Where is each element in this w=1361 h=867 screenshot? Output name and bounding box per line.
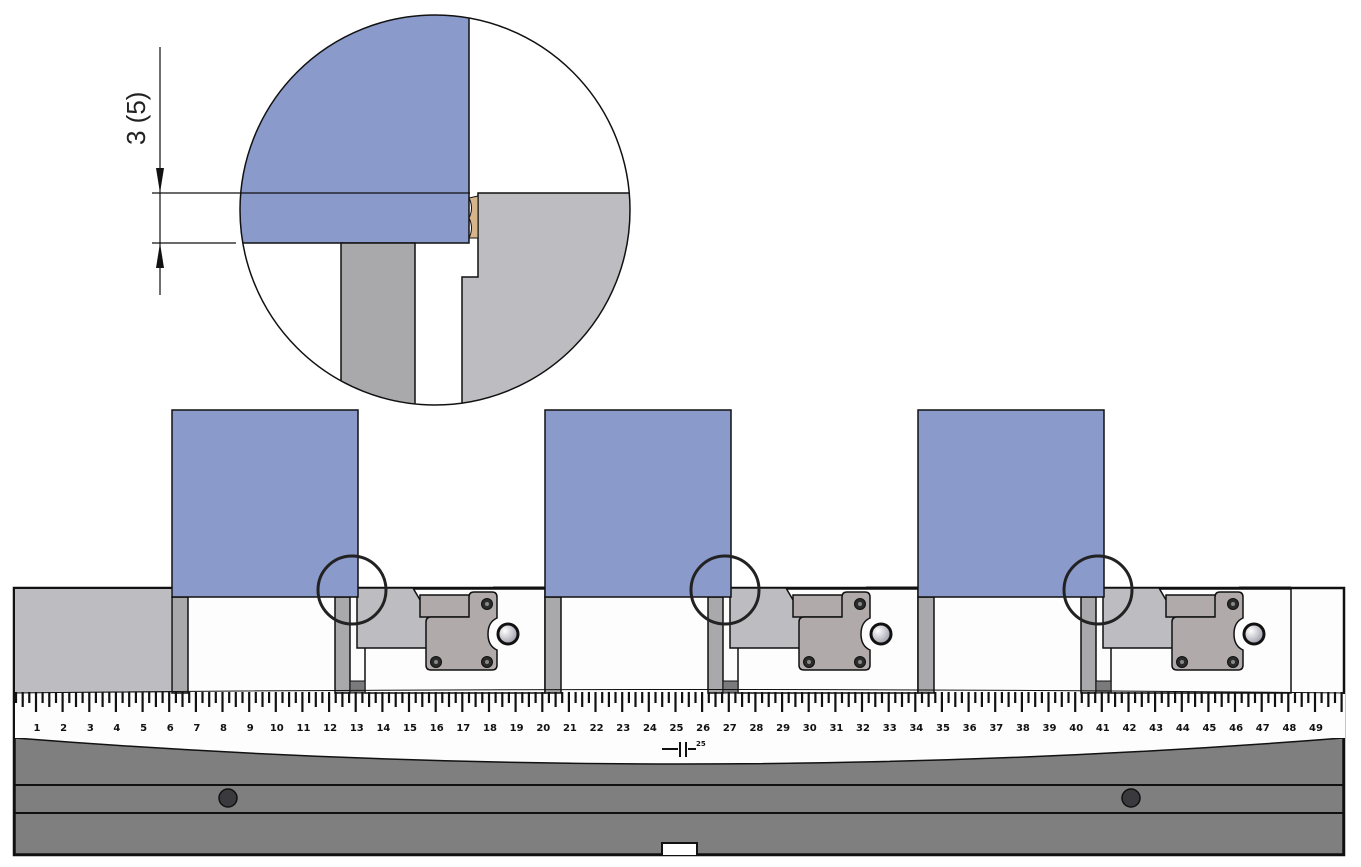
stop-block	[1095, 680, 1112, 694]
ruler-label: 6	[167, 723, 174, 734]
bolt-hole	[496, 622, 520, 646]
jaw-wedge	[1165, 594, 1223, 618]
ruler-label: 20	[536, 723, 550, 734]
ruler-label: 15	[403, 723, 417, 734]
center-symbol: 25	[662, 740, 706, 757]
ruler-label: 38	[1016, 723, 1030, 734]
ruler-label: 45	[1202, 723, 1216, 734]
ruler-label: 37	[989, 723, 1003, 734]
ruler-label: 46	[1229, 723, 1243, 734]
ruler-label: 3	[87, 723, 94, 734]
ruler-label: 10	[270, 723, 284, 734]
center-symbol-superscript: 25	[696, 740, 706, 748]
ruler-label: 8	[220, 723, 227, 734]
detail-marker-circle	[689, 554, 761, 626]
ruler-label: 47	[1256, 723, 1270, 734]
ruler-label: 14	[376, 723, 390, 734]
ruler-label: 22	[590, 723, 604, 734]
workpiece-block	[171, 409, 359, 598]
support-post	[1080, 596, 1097, 694]
ruler-label: 33	[883, 723, 897, 734]
support-post	[707, 596, 724, 694]
workpiece-block	[917, 409, 1105, 598]
stop-block	[722, 680, 739, 694]
ruler-label: 4	[113, 723, 120, 734]
clamp-unit	[171, 409, 546, 694]
workpiece-block	[544, 409, 732, 598]
ruler-label: 23	[616, 723, 630, 734]
detail-circle-outline	[239, 14, 631, 406]
ruler-label: 17	[456, 723, 470, 734]
detail-seal	[468, 195, 479, 239]
ruler-label: 30	[803, 723, 817, 734]
clamp-unit	[544, 409, 919, 694]
clamp-plate	[798, 591, 871, 671]
support-post	[334, 596, 351, 694]
ruler-label: 25	[670, 723, 684, 734]
ruler-label: 18	[483, 723, 497, 734]
bolt-hole	[869, 622, 893, 646]
detail-post	[340, 242, 416, 405]
left-end-block	[15, 589, 171, 693]
ruler-label: 42	[1123, 723, 1137, 734]
clamp-unit	[917, 409, 1292, 694]
dimension-label: 3 (5)	[121, 92, 151, 145]
ruler-label: 16	[430, 723, 444, 734]
ruler-label: 9	[247, 723, 254, 734]
ruler-label: 13	[350, 723, 364, 734]
clamp-jaw	[1102, 587, 1177, 649]
ruler-label: 11	[297, 723, 311, 734]
ruler-label: 39	[1043, 723, 1057, 734]
ruler-label: 40	[1069, 723, 1083, 734]
support-post	[544, 596, 562, 694]
base-lower-body	[14, 737, 1344, 855]
ruler-label: 31	[829, 723, 843, 734]
ruler-label: 1	[34, 723, 41, 734]
ruler-label: 49	[1309, 723, 1323, 734]
detail-workpiece	[240, 15, 470, 244]
clamp-jaw	[729, 587, 804, 649]
ruler-label: 28	[749, 723, 763, 734]
ruler-label: 5	[140, 723, 147, 734]
ruler-label: 48	[1282, 723, 1296, 734]
support-post	[917, 596, 935, 694]
ruler-label: 29	[776, 723, 790, 734]
screw-icon	[1121, 788, 1141, 808]
jaw-wedge	[792, 594, 850, 618]
ruler-label: 19	[510, 723, 524, 734]
ruler-label: 21	[563, 723, 577, 734]
dimension-line	[156, 47, 164, 295]
ruler-label: 7	[193, 723, 200, 734]
ruler-label: 27	[723, 723, 737, 734]
bolt-hole	[1242, 622, 1266, 646]
ruler-label: 44	[1176, 723, 1190, 734]
stop-block	[349, 680, 366, 694]
ruler-label: 41	[1096, 723, 1110, 734]
ruler-label: 24	[643, 723, 657, 734]
clamp-jaw	[356, 587, 431, 649]
detail-marker-circle	[316, 554, 388, 626]
bottom-slot	[661, 842, 698, 855]
support-post	[171, 596, 189, 694]
jaw-wedge	[419, 594, 477, 618]
detail-view: 3 (5)	[121, 14, 631, 406]
ruler-label: 35	[936, 723, 950, 734]
detail-jaw	[461, 192, 630, 405]
ruler-label: 36	[963, 723, 977, 734]
ruler-label: 2	[60, 723, 67, 734]
screw-icon	[218, 788, 238, 808]
ruler-label: 32	[856, 723, 870, 734]
clamp-plate	[425, 591, 498, 671]
ruler-label: 12	[323, 723, 337, 734]
ruler-label: 26	[696, 723, 710, 734]
ruler-label: 34	[909, 723, 923, 734]
clamp-plate	[1171, 591, 1244, 671]
detail-marker-circle	[1062, 554, 1134, 626]
ruler-label: 43	[1149, 723, 1163, 734]
